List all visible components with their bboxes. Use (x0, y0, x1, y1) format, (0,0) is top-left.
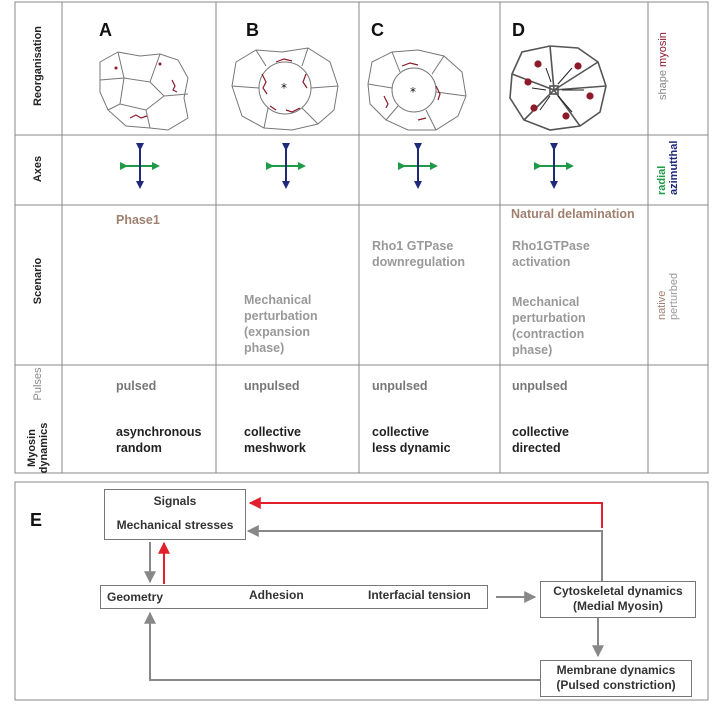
membrane-box: Membrane dynamics (Pulsed constriction) (540, 660, 692, 697)
scenario-b-line-2: perturbation (244, 309, 318, 323)
dynamics-a-line-2: random (116, 441, 162, 455)
scenario-a-phase1: Phase1 (116, 213, 160, 227)
column-letter-c: C (371, 20, 384, 40)
scenario-d: Rho1GTPase activation Mechanical perturb… (512, 238, 590, 358)
dynamics-b-line-1: collective (244, 425, 301, 439)
pulses-d: unpulsed (512, 379, 568, 393)
axes-crosses (120, 143, 574, 189)
scenario-d-line-7: phase) (512, 343, 553, 357)
panel-e-label: E (30, 510, 43, 530)
signals-label: Signals (153, 494, 197, 508)
scenario-b: Mechanical perturbation (expansion phase… (244, 292, 318, 356)
scenario-d-line-4: Mechanical (512, 295, 580, 309)
pulses-c: unpulsed (372, 379, 428, 393)
scenario-d-line-2: activation (512, 255, 571, 269)
scenario-c-line-2: downregulation (372, 255, 466, 269)
dynamics-b-line-2: meshwork (244, 441, 306, 455)
geometry-label: Geometry (107, 590, 164, 604)
scenario-b-line-1: Mechanical (244, 293, 312, 307)
scenario-d-line-5: perturbation (512, 311, 586, 325)
cytoskeletal-line-1: Cytoskeletal dynamics (553, 584, 683, 598)
membrane-line-2: (Pulsed constriction) (556, 678, 676, 692)
column-letter-b: B (246, 20, 259, 40)
scenario-d-line-6: (contraction (512, 327, 585, 341)
scenario-b-line-4: phase) (244, 341, 285, 355)
dynamics-c-line-2: less dynamic (372, 441, 451, 455)
scenario-b-line-3: (expansion (244, 325, 310, 339)
scenario-d-native: Natural delamination (511, 207, 635, 221)
dynamics-b: collective meshwork (244, 424, 306, 456)
dynamics-a-line-1: asynchronous (116, 425, 202, 439)
adhesion-label: Adhesion (249, 588, 304, 602)
pulses-a: pulsed (116, 379, 157, 393)
dynamics-d-line-2: directed (512, 441, 561, 455)
mechanical-stresses-label: Mechanical stresses (116, 518, 234, 532)
dynamics-a: asynchronous random (116, 424, 201, 456)
interfacial-tension-label: Interfacial tension (368, 588, 471, 602)
column-letter-a: A (99, 20, 112, 40)
scenario-d-line-1: Rho1GTPase (512, 239, 590, 253)
svg-text:*: * (410, 85, 416, 99)
scenario-c-line-1: Rho1 GTPase (372, 239, 454, 253)
column-letter-d: D (512, 20, 525, 40)
cytoskeletal-line-2: (Medial Myosin) (572, 599, 663, 613)
membrane-line-1: Membrane dynamics (556, 663, 676, 677)
svg-text:*: * (281, 81, 287, 95)
dynamics-d: collective directed (512, 424, 569, 456)
scenario-c: Rho1 GTPase downregulation (372, 238, 465, 270)
main-pathway-box (100, 585, 488, 609)
cell-drawings: ** (99, 45, 607, 131)
pulses-b: unpulsed (244, 379, 300, 393)
cytoskeletal-box: Cytoskeletal dynamics (Medial Myosin) (540, 581, 696, 618)
signals-stresses-box: Signals Mechanical stresses (104, 489, 246, 540)
dynamics-c-line-1: collective (372, 425, 429, 439)
dynamics-c: collective less dynamic (372, 424, 451, 456)
dynamics-d-line-1: collective (512, 425, 569, 439)
